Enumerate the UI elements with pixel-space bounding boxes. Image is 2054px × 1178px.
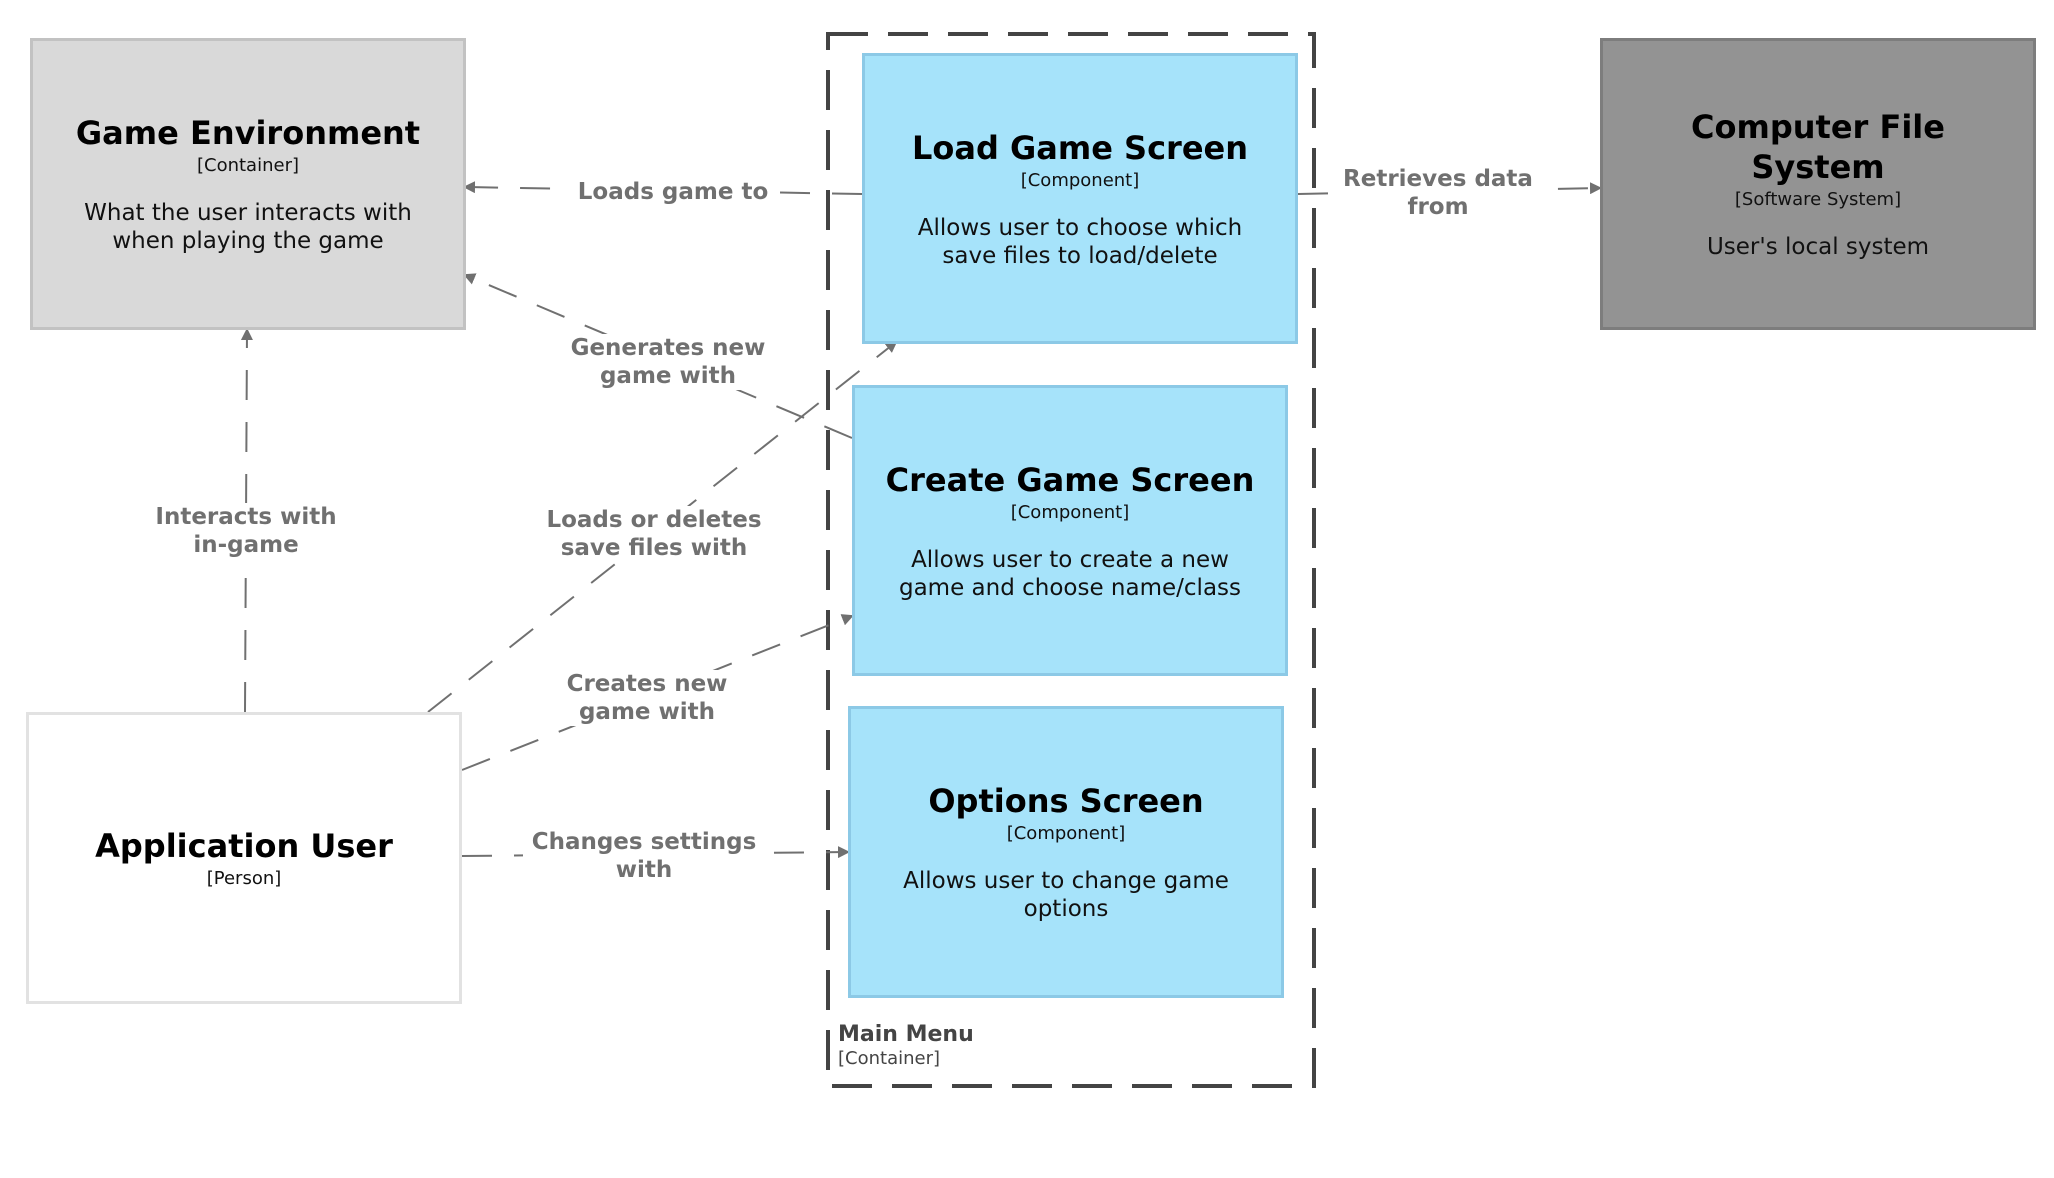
node-kind: [Software System]: [1734, 189, 1902, 210]
node-description: Allows user to create a new game and cho…: [898, 546, 1242, 601]
node-title: Options Screen: [928, 782, 1204, 820]
node-description: User's local system: [1706, 234, 1930, 260]
edge-label-loads-or-deletes-save-files-with: Loads or deletes save files with: [538, 506, 770, 562]
node-title: Computer File System: [1691, 108, 1945, 186]
computer-file-system-node[interactable]: Computer File System [Software System] U…: [1600, 38, 2036, 330]
create-game-screen-node[interactable]: Create Game Screen [Component] Allows us…: [852, 385, 1288, 676]
main-menu-boundary-label: Main Menu [Container]: [838, 1022, 974, 1070]
application-user-node[interactable]: Application User [Person]: [26, 712, 462, 1004]
edge-label-loads-game-to: Loads game to: [571, 178, 775, 206]
node-kind: [Component]: [1010, 501, 1130, 523]
node-kind: [Component]: [1020, 169, 1140, 191]
node-title: Application User: [95, 827, 393, 865]
edge-label-changes-settings-with: Changes settings with: [523, 828, 765, 884]
node-title: Game Environment: [75, 114, 421, 152]
edge-label-generates-new-game-with: Generates new game with: [557, 334, 779, 390]
boundary-kind: [Container]: [838, 1048, 941, 1069]
edge-label-creates-new-game-with: Creates new game with: [546, 670, 748, 726]
node-title: Create Game Screen: [885, 460, 1255, 499]
edge-interacts-with-in-game: [240, 328, 253, 713]
node-description: What the user interacts with when playin…: [84, 200, 412, 254]
node-description: Allows user to choose which save files t…: [917, 214, 1243, 269]
node-kind: [Container]: [196, 155, 299, 176]
edge-loads-game-to: [463, 181, 863, 195]
edge-label-retrieves-data-from: Retrieves data from: [1332, 165, 1544, 221]
node-kind: [Component]: [1006, 823, 1126, 844]
edge-label-interacts-with-in-game: Interacts with in-game: [140, 503, 352, 559]
main-menu-boundary: [826, 32, 1316, 1088]
node-title: Load Game Screen: [911, 128, 1249, 167]
boundary-title: Main Menu: [838, 1022, 974, 1047]
load-game-screen-node[interactable]: Load Game Screen [Component] Allows user…: [862, 53, 1298, 344]
node-description: Allows user to change game options: [903, 868, 1229, 922]
node-kind: [Person]: [206, 868, 282, 889]
game-environment-node[interactable]: Game Environment [Container] What the us…: [30, 38, 466, 330]
options-screen-node[interactable]: Options Screen [Component] Allows user t…: [848, 706, 1284, 998]
edge-loads-or-deletes-save-files-with: [427, 340, 898, 713]
